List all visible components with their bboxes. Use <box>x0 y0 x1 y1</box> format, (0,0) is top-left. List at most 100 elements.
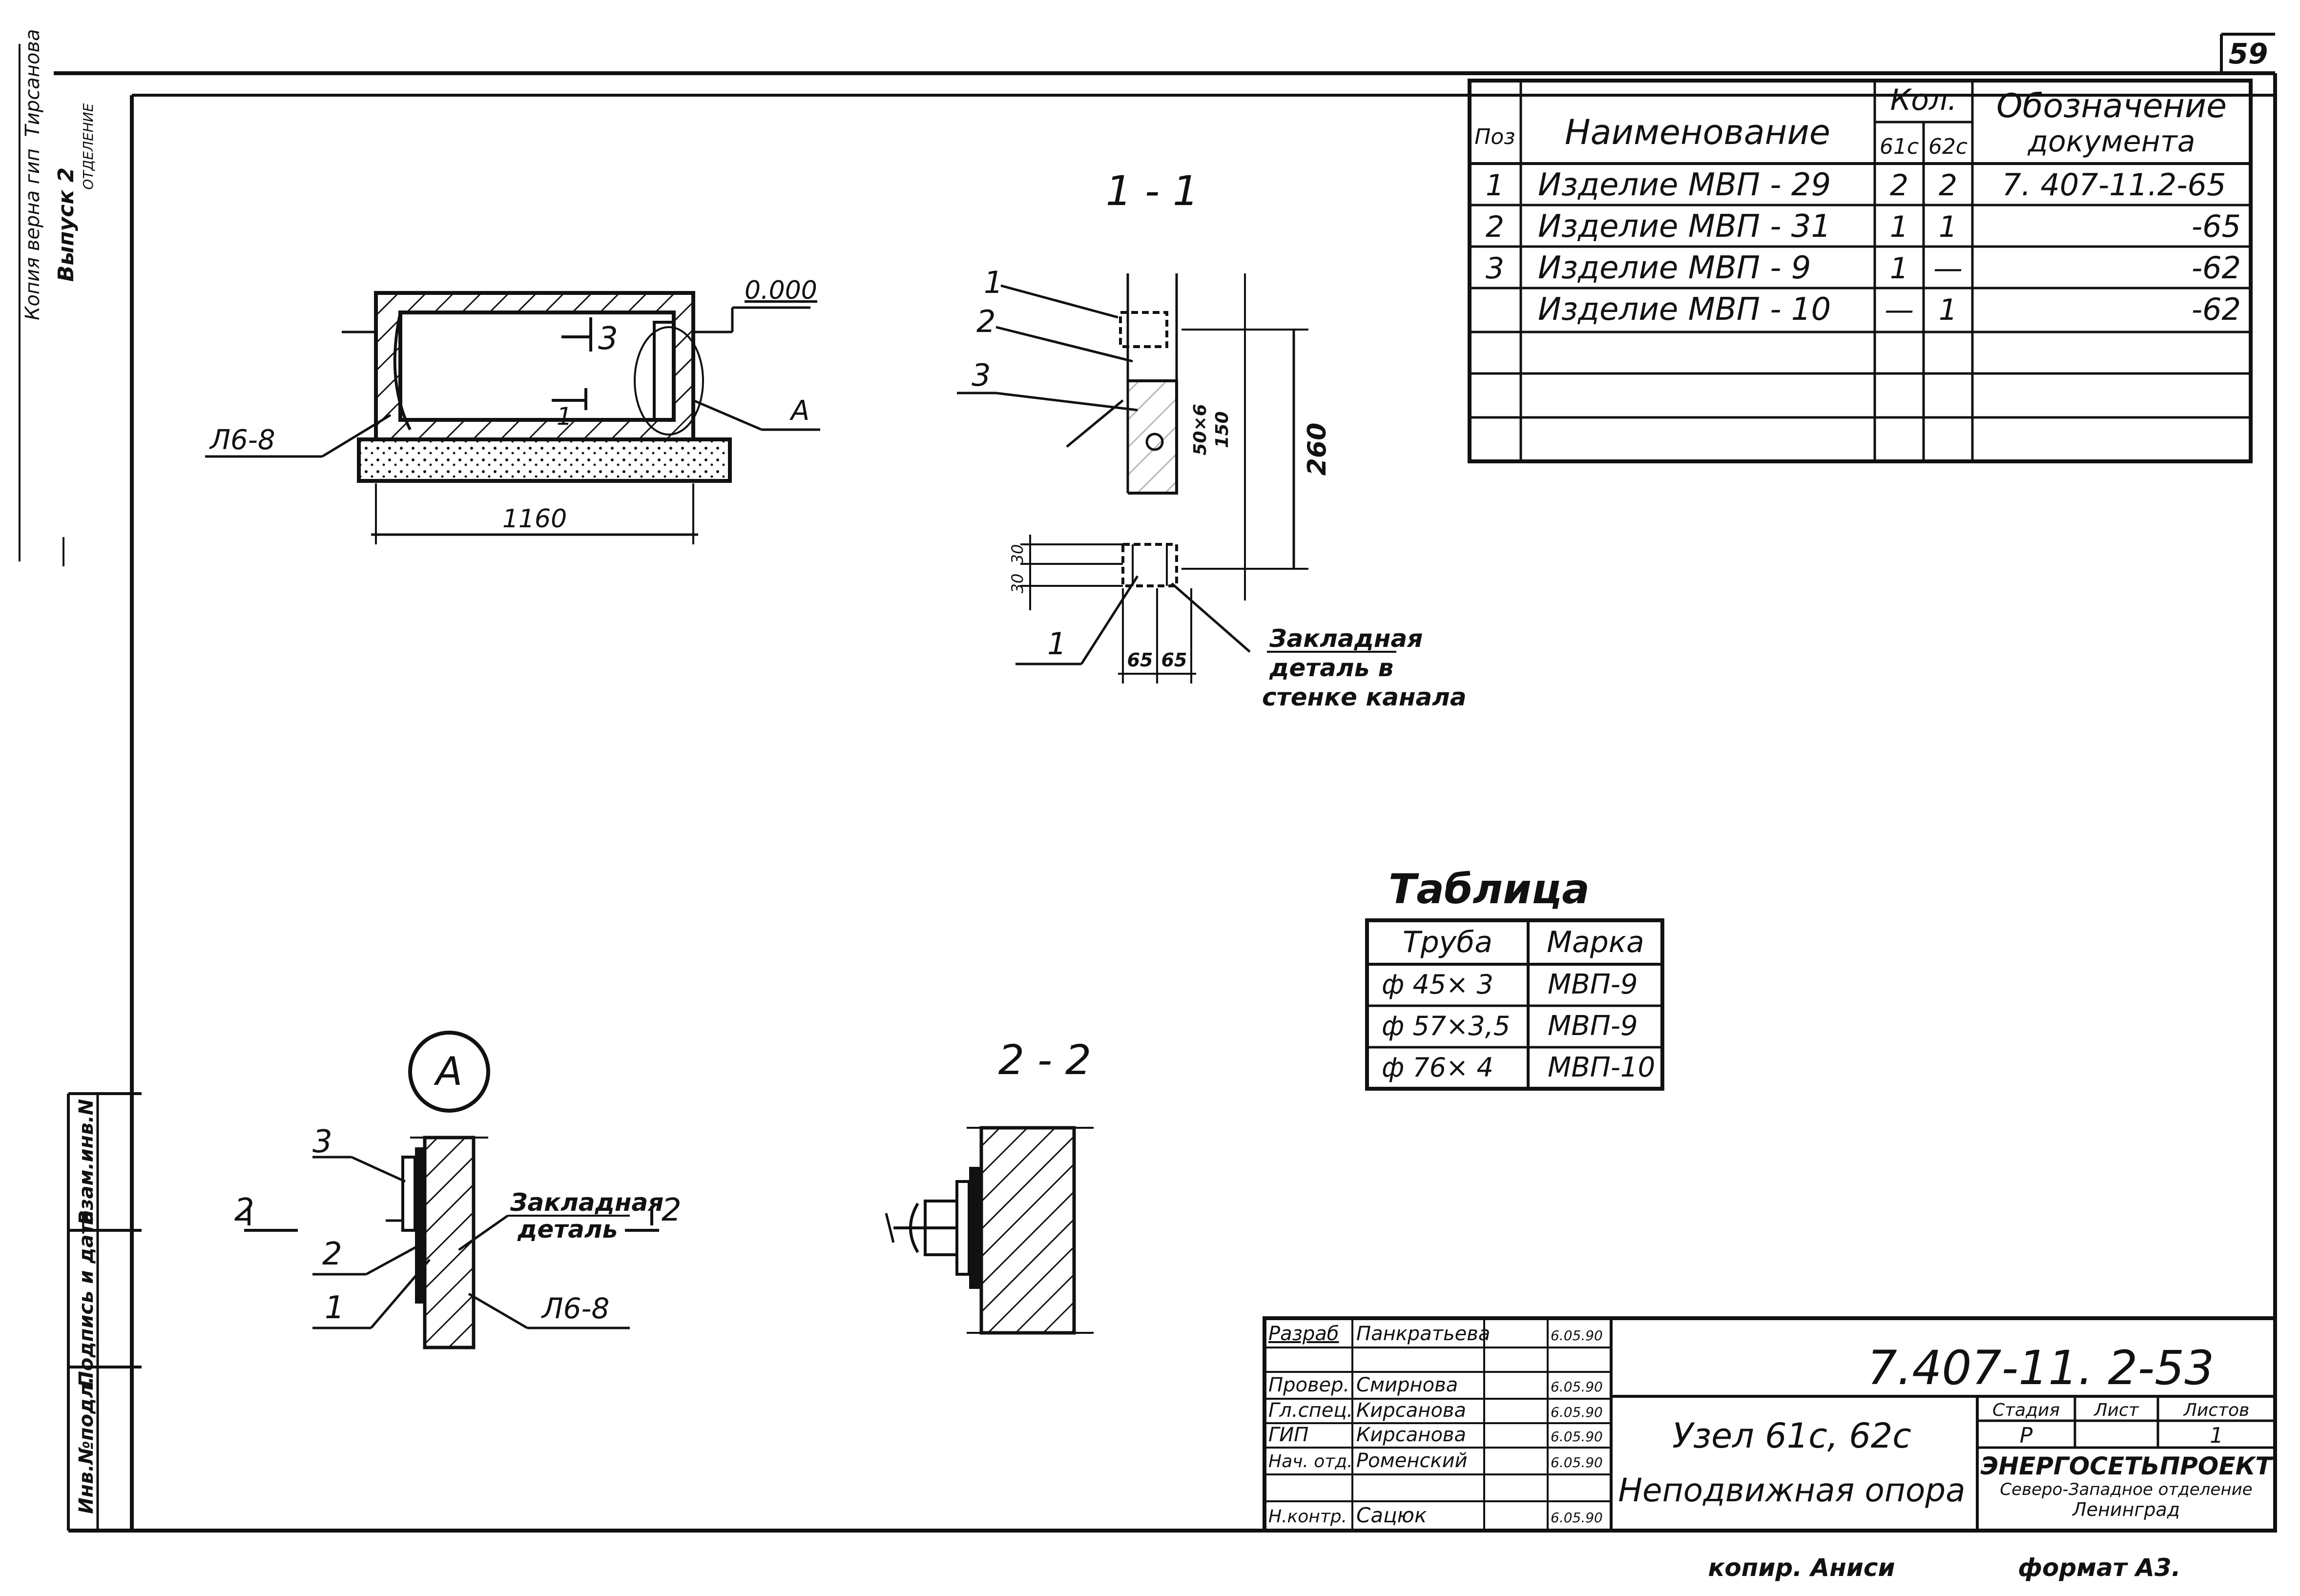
spec-row-2-q61: 1 <box>1890 210 1908 244</box>
role-row-4-role: ГИП <box>1268 1424 1308 1446</box>
callout-1-bottom: 1 <box>1047 626 1066 662</box>
role-row-2-date: 6.05.90 <box>1551 1379 1603 1395</box>
sheet-frame <box>54 33 2277 1533</box>
pipe-row-1-mark: МВП-9 <box>1548 969 1638 1000</box>
role-row-5-name: Роменский <box>1356 1450 1468 1472</box>
detail-A-callout-2: 2 <box>322 1236 342 1272</box>
level-label: 0.000 <box>745 276 817 305</box>
spec-table: Поз Наименование Кол. 61с 62с Обозначени… <box>1468 79 2253 463</box>
header-qty-62c: 62с <box>1928 134 1968 159</box>
wall-label-L6-8: Л6-8 <box>209 424 275 456</box>
detail-A-callout-1: 1 <box>325 1290 345 1326</box>
header-doc-2: документа <box>2027 124 2195 159</box>
spec-row-2-q62: 1 <box>1939 210 1957 244</box>
sheet-label: Лист <box>2093 1400 2139 1420</box>
spec-row: Изделие МВП - 10 — 1 -62 <box>1538 291 2241 328</box>
role-row-3-date: 6.05.90 <box>1551 1404 1603 1420</box>
spec-row-3-pos: 3 <box>1486 251 1504 286</box>
role-row-4-name: Кирсанова <box>1356 1424 1466 1446</box>
role-row-1-role: Разраб <box>1268 1323 1339 1345</box>
callout-3: 3 <box>972 357 991 393</box>
stamp-line-1: Копия верна гип <box>21 148 44 320</box>
stamp-line-2: Выпуск 2 <box>54 167 79 282</box>
spec-row-2-pos: 2 <box>1486 210 1504 244</box>
label-signature-date: Подпись и дата <box>75 1210 98 1387</box>
header-pos: Поз <box>1474 124 1515 149</box>
role-row: Разраб Панкратьева 6.05.90 <box>1268 1323 1603 1345</box>
role-row: Н.контр. Сацюк 6.05.90 <box>1268 1503 1603 1527</box>
title-block: Разраб Панкратьева 6.05.90 Провер. Смирн… <box>1263 1316 2277 1533</box>
dim-150: 150 <box>1212 411 1232 448</box>
detail-A-wall-label: Л6-8 <box>541 1292 609 1325</box>
note-embed-2: деталь в <box>1269 654 1393 682</box>
dim-65-a: 65 <box>1127 649 1153 671</box>
callout-1-top: 1 <box>984 265 1003 300</box>
footer-format: формат А3. <box>2018 1554 2180 1582</box>
detail-A-note-1: Закладная <box>510 1188 663 1217</box>
header-qty-61c: 61с <box>1880 134 1919 159</box>
role-row-2-role: Провер. <box>1268 1374 1349 1396</box>
role-row-5-date: 6.05.90 <box>1551 1454 1603 1471</box>
sheets-label: Листов <box>2183 1400 2249 1420</box>
channel-section: 0.000 3 1 А Л6-8 1160 <box>205 276 820 544</box>
dim-30-b: 30 <box>1008 574 1027 594</box>
role-row: Гл.спец. Кирсанова 6.05.90 <box>1268 1399 1603 1422</box>
section-mark-3: 3 <box>598 321 618 357</box>
org-name: ЭНЕРГОСЕТЬПРОЕКТ <box>1981 1452 2274 1480</box>
spec-row-4-q61: — <box>1885 293 1914 327</box>
org-branch: Северо-Западное отделение <box>2000 1480 2252 1499</box>
detail-ref-A: А <box>789 395 809 427</box>
pipe-row-2-pipe: ф 57×3,5 <box>1382 1011 1510 1041</box>
role-row-6-name: Сацюк <box>1356 1503 1427 1527</box>
stage-value: Р <box>2020 1423 2033 1448</box>
node-name: Узел 61с, 62с <box>1672 1416 1911 1456</box>
spec-row-1-doc: 7. 407-11.2-65 <box>2002 167 2226 203</box>
pipe-header-mark: Марка <box>1547 925 1644 959</box>
role-row-6-role: Н.контр. <box>1268 1507 1347 1527</box>
pipe-table-title: Таблица <box>1388 865 1590 913</box>
spec-row-4-doc: -62 <box>2192 291 2241 327</box>
doc-code: 7.407-11. 2-53 <box>1867 1341 2215 1395</box>
dim-50x6: 50×6 <box>1190 404 1210 455</box>
dim-260: 260 <box>1303 423 1332 476</box>
detail-A-title: А <box>434 1049 463 1094</box>
dim-30-a: 30 <box>1008 544 1027 564</box>
role-row-3-name: Кирсанова <box>1356 1399 1466 1422</box>
spec-row-4-q62: 1 <box>1939 293 1957 327</box>
detail-A-note-2: деталь <box>517 1215 618 1244</box>
spec-row-3-doc: -62 <box>2192 250 2241 286</box>
note-embed-3: стенке канала <box>1262 683 1467 711</box>
node-description: Неподвижная опора <box>1618 1472 1965 1509</box>
role-row-2-name: Смирнова <box>1356 1374 1458 1396</box>
role-row: Провер. Смирнова 6.05.90 <box>1268 1374 1603 1396</box>
role-row: ГИП Кирсанова 6.05.90 <box>1268 1424 1603 1446</box>
stamp-signature: Тирсанова <box>21 29 44 137</box>
callout-2: 2 <box>976 304 995 339</box>
spec-row-2-name: Изделие МВП - 31 <box>1538 208 1831 245</box>
spec-row: 1 Изделие МВП - 29 2 2 7. 407-11.2-65 <box>1486 167 2226 203</box>
spec-row-3-q61: 1 <box>1890 251 1908 286</box>
spec-row-4-name: Изделие МВП - 10 <box>1538 291 1831 328</box>
detail-A-section-mark-right: 2 <box>662 1192 682 1228</box>
dim-65-b: 65 <box>1161 649 1187 671</box>
sheets-value: 1 <box>2210 1423 2223 1448</box>
label-original-inv: Инв.№подл. <box>75 1376 98 1514</box>
pipe-row-2-mark: МВП-9 <box>1548 1010 1638 1042</box>
spec-row-3-name: Изделие МВП - 9 <box>1538 250 1811 286</box>
detail-A-callout-3: 3 <box>312 1124 332 1160</box>
role-row-1-date: 6.05.90 <box>1551 1327 1603 1344</box>
header-name: Наименование <box>1565 112 1830 152</box>
section-2-2: 2 - 2 <box>885 1036 1094 1335</box>
stamp-line-3: ОТДЕЛЕНИЕ <box>80 103 96 189</box>
section-1-1-title: 1 - 1 <box>1106 167 1199 215</box>
note-embed-1: Закладная <box>1269 624 1423 653</box>
role-row-3-role: Гл.спец. <box>1268 1399 1353 1422</box>
detail-A-section-mark-left: 2 <box>234 1192 254 1228</box>
spec-row-1-q61: 2 <box>1890 168 1908 203</box>
pipe-header-pipe: Труба <box>1403 925 1492 959</box>
role-row-1-name: Панкратьева <box>1356 1323 1490 1345</box>
header-qty: Кол. <box>1890 83 1957 117</box>
org-city: Ленинград <box>2072 1499 2180 1520</box>
spec-row-3-q62: — <box>1933 251 1963 286</box>
